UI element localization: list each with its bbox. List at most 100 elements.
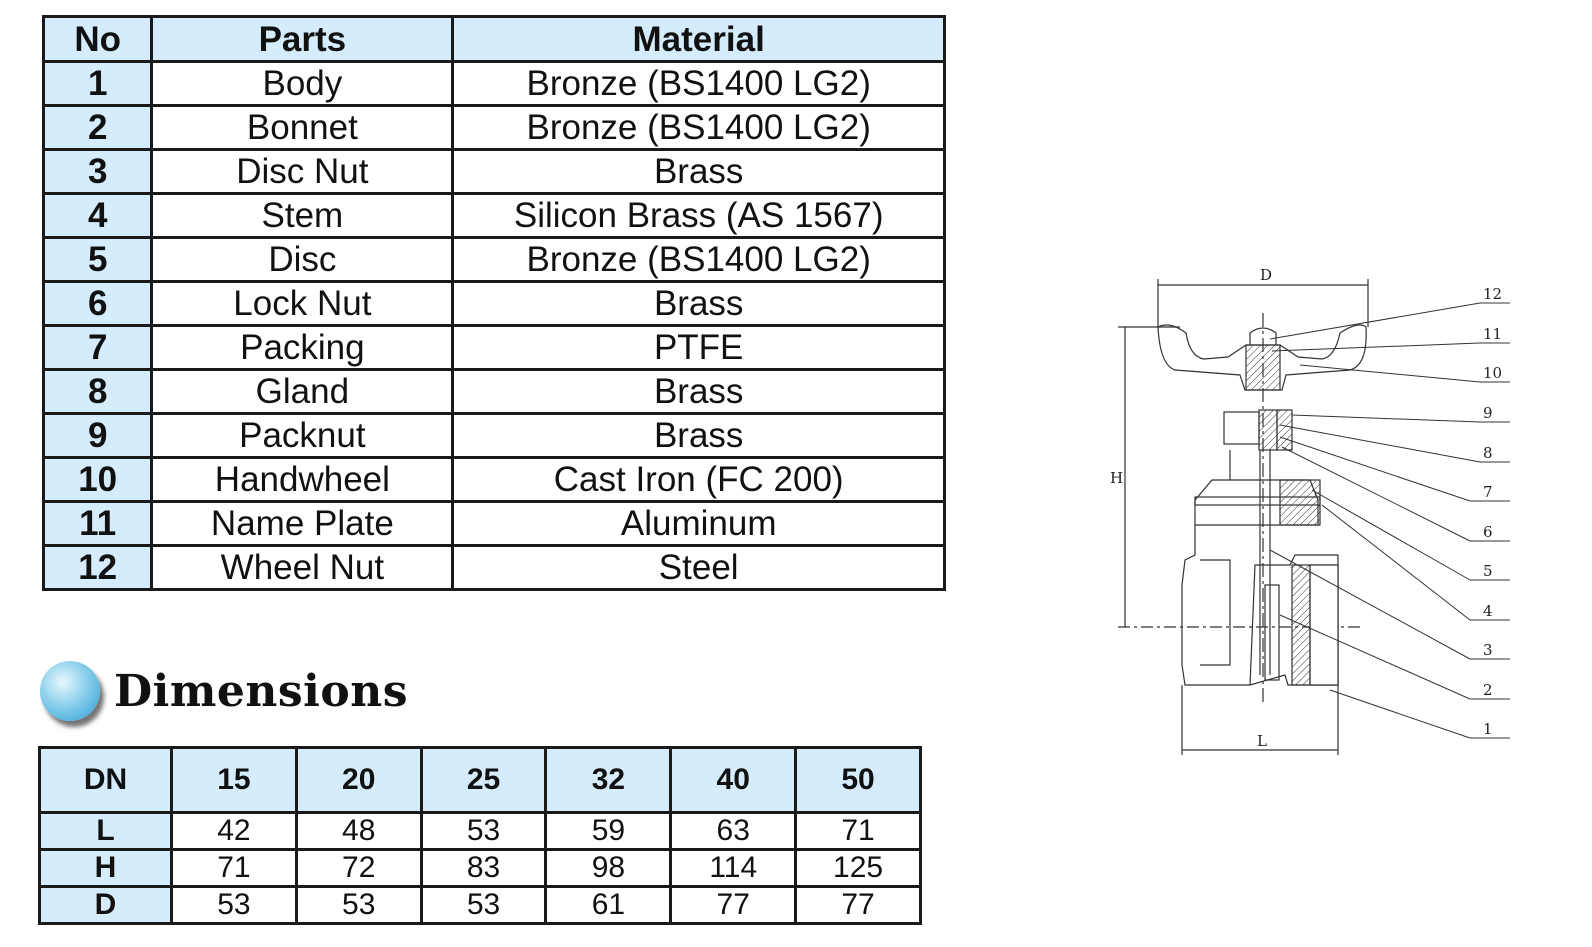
callout-number: 1 [1483,720,1493,738]
part-no-cell: 11 [41,500,154,547]
callout-number: 8 [1483,444,1493,462]
header-size: 15 [170,746,298,814]
dim-label-l: L [1257,732,1267,750]
dimension-value-cell: 71 [794,811,922,851]
part-material-cell: Steel [451,544,946,591]
callout-number: 11 [1483,325,1502,343]
part-name-cell: Bonnet [150,104,455,151]
header-no: No [41,15,154,63]
callout-number: 4 [1483,602,1493,620]
part-name-cell: Handwheel [150,456,455,503]
dimension-value-cell: 61 [544,885,673,925]
part-name-cell: Disc Nut [150,148,455,195]
part-no-cell: 4 [41,192,154,239]
dimension-value-cell: 114 [669,848,798,888]
dimension-value-cell: 53 [419,811,548,851]
header-size: 40 [669,746,798,814]
header-dn: DN [38,746,173,814]
dimension-value-cell: 77 [794,885,922,925]
part-material-cell: Aluminum [451,500,946,547]
part-material-cell: Silicon Brass (AS 1567) [451,192,946,239]
part-name-cell: Name Plate [150,500,455,547]
callout-number: 3 [1483,641,1493,659]
part-name-cell: Disc [150,236,455,283]
callout-labels: 12 11 10 9 8 7 6 5 4 3 2 1 [1483,285,1502,738]
header-size: 25 [419,746,548,814]
part-name-cell: Packnut [150,412,455,459]
part-material-cell: Bronze (BS1400 LG2) [451,60,946,107]
part-material-cell: Brass [451,148,946,195]
dimension-value-cell: 59 [544,811,673,851]
part-material-cell: Brass [451,412,946,459]
header-material: Material [451,15,946,63]
part-name-cell: Gland [150,368,455,415]
callout-number: 6 [1483,523,1493,541]
callout-leaders [1269,302,1510,739]
dimension-label-cell: H [38,848,173,888]
callout-number: 2 [1483,681,1493,699]
parts-header-row: No Parts Material [41,15,946,63]
part-material-cell: Cast Iron (FC 200) [451,456,946,503]
dimensions-heading: Dimensions [40,656,408,726]
header-size: 50 [794,746,922,814]
part-name-cell: Packing [150,324,455,371]
header-size: 20 [294,746,423,814]
dimensions-title: Dimensions [114,665,409,717]
dimension-value-cell: 53 [419,885,548,925]
dimension-value-cell: 98 [544,848,673,888]
part-material-cell: Brass [451,280,946,327]
part-name-cell: Wheel Nut [150,544,455,591]
part-name-cell: Stem [150,192,455,239]
part-name-cell: Body [150,60,455,107]
part-material-cell: Bronze (BS1400 LG2) [451,236,946,283]
part-material-cell: Brass [451,368,946,415]
dimension-value-cell: 53 [294,885,423,925]
part-no-cell: 9 [41,412,154,459]
dimension-value-cell: 77 [669,885,798,925]
part-no-cell: 2 [41,104,154,151]
callout-number: 10 [1483,364,1502,382]
part-no-cell: 12 [41,544,154,591]
dimension-value-cell: 71 [170,848,298,888]
dimension-label-cell: D [38,885,173,925]
callout-number: 12 [1483,285,1502,303]
dimension-value-cell: 48 [294,811,423,851]
part-no-cell: 6 [41,280,154,327]
dimension-label-cell: L [38,811,173,851]
part-no-cell: 3 [41,148,154,195]
part-no-cell: 5 [41,236,154,283]
part-material-cell: PTFE [451,324,946,371]
part-no-cell: 10 [41,456,154,503]
dimension-value-cell: 53 [170,885,298,925]
part-no-cell: 7 [41,324,154,371]
callout-number: 5 [1483,562,1493,580]
dimension-value-cell: 83 [419,848,548,888]
callout-number: 7 [1483,483,1493,501]
dimension-value-cell: 72 [294,848,423,888]
part-name-cell: Lock Nut [150,280,455,327]
dimension-value-cell: 125 [794,848,922,888]
dimension-value-cell: 63 [669,811,798,851]
part-no-cell: 1 [41,60,154,107]
callout-number: 9 [1483,404,1493,422]
